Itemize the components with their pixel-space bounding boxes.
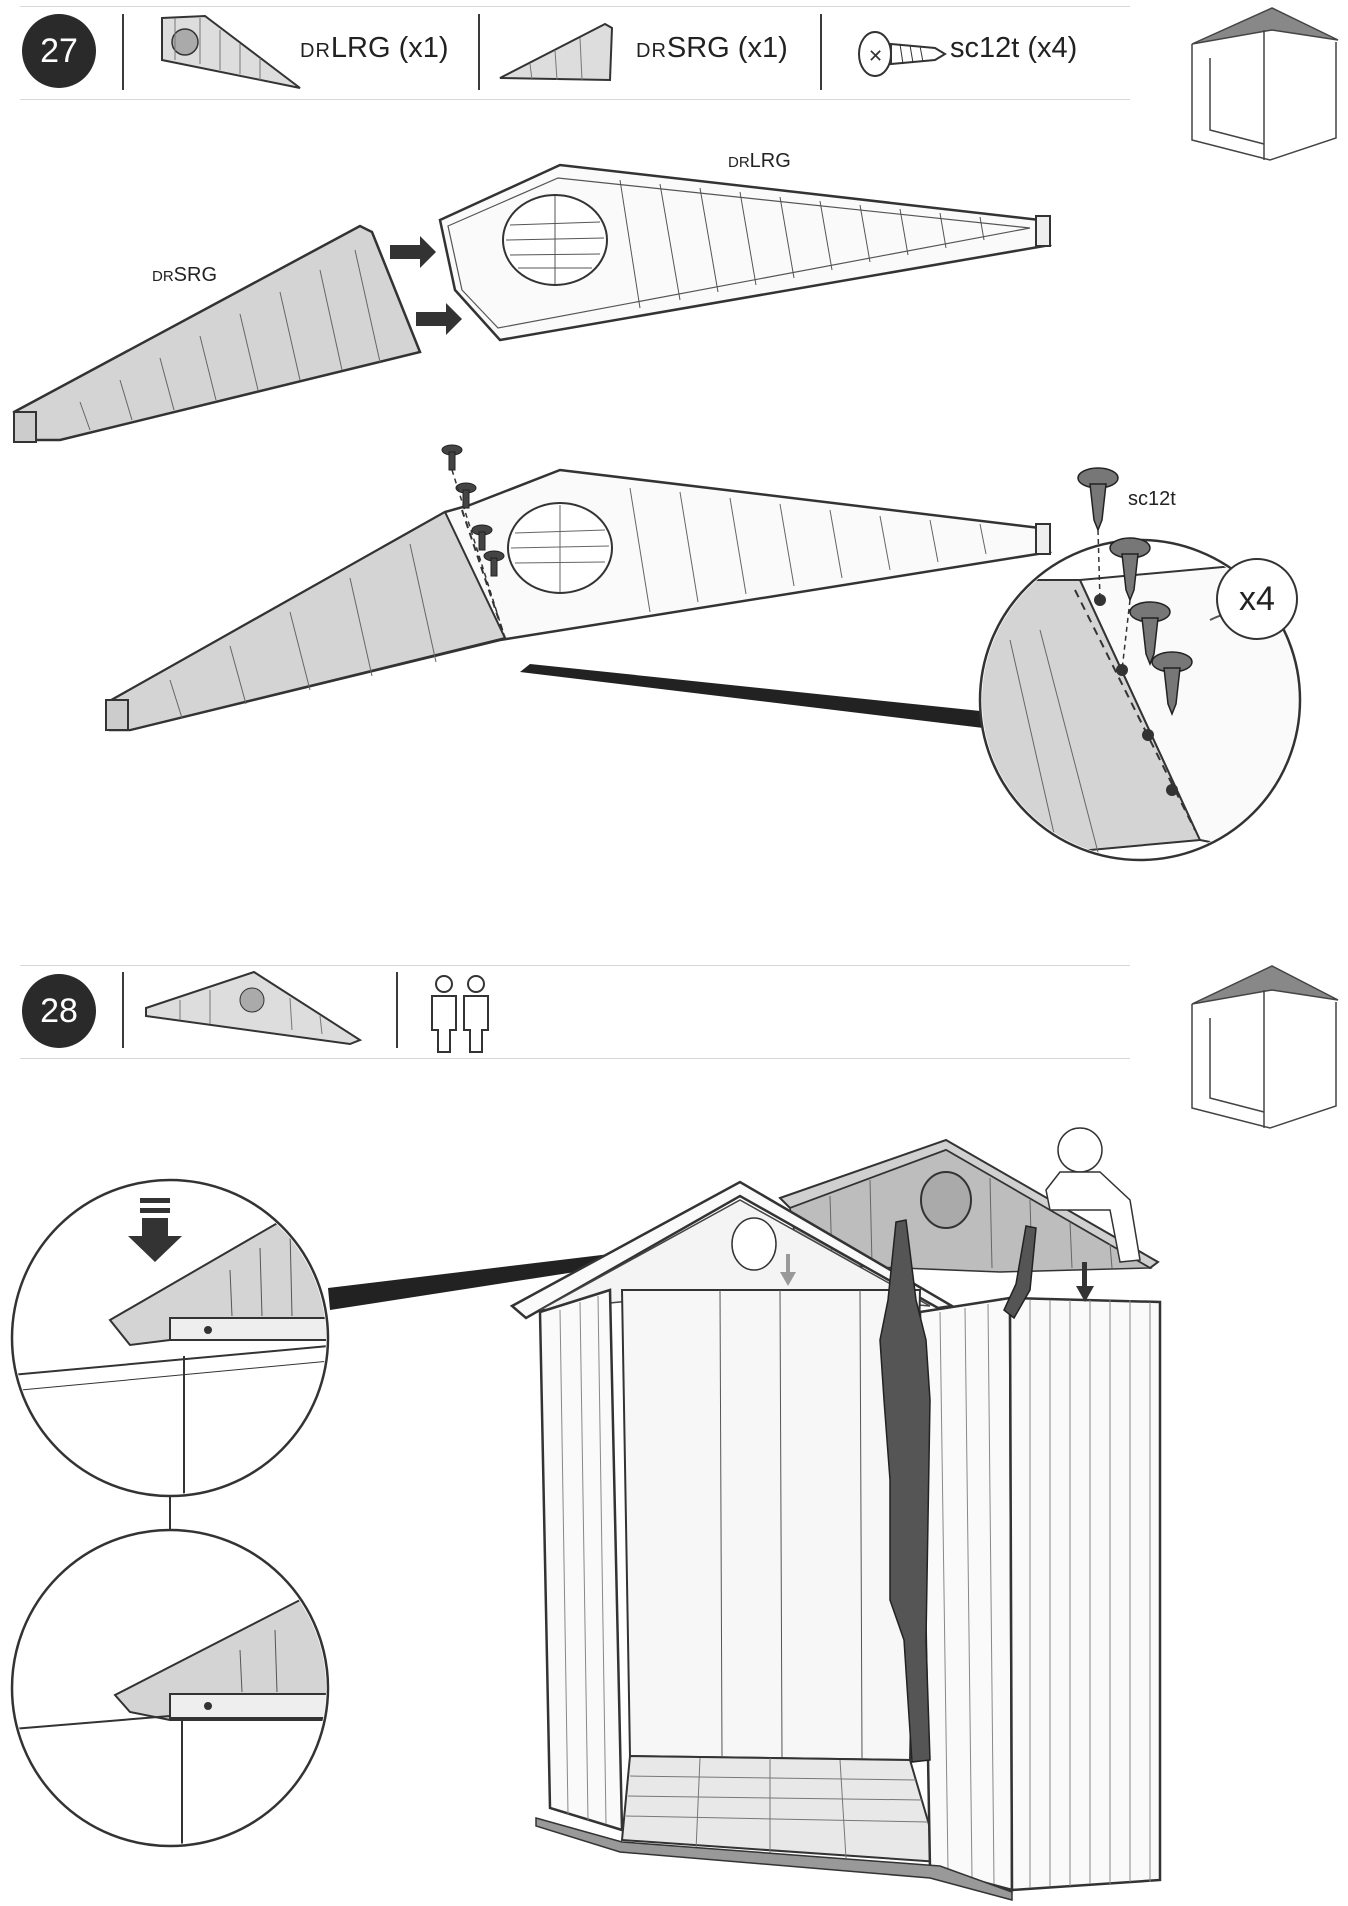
separator bbox=[478, 14, 480, 90]
step-28-number: 28 bbox=[22, 974, 96, 1048]
separator bbox=[820, 14, 822, 90]
step-28-header bbox=[20, 965, 1130, 1059]
person-outline bbox=[1045, 1127, 1141, 1263]
label-screw: sc12t bbox=[1128, 488, 1176, 510]
separator bbox=[122, 14, 124, 90]
person-figure bbox=[879, 1219, 931, 1763]
quantity-badge: x4 bbox=[1216, 558, 1298, 640]
srg-gable-panel bbox=[12, 224, 422, 443]
step-27-number: 27 bbox=[22, 14, 96, 88]
arrow-down-icon bbox=[1076, 1262, 1094, 1302]
separator bbox=[122, 972, 124, 1048]
shed-progress-icon bbox=[1191, 965, 1339, 1129]
assembled-gable bbox=[105, 468, 1052, 732]
arrow-down-icon bbox=[780, 1254, 796, 1286]
part-label-lrg: DRLRG (x1) bbox=[300, 32, 449, 64]
part-label-srg: DRSRG (x1) bbox=[636, 32, 788, 64]
detail-circle-top bbox=[10, 1178, 330, 1498]
label-lrg: DRLRG bbox=[728, 150, 791, 172]
step-27-header bbox=[20, 6, 1130, 100]
label-srg: DRSRG bbox=[152, 264, 218, 286]
screw-icon bbox=[441, 444, 505, 577]
lrg-gable-panel bbox=[438, 163, 1052, 342]
separator bbox=[396, 972, 398, 1048]
arrow-down-icon bbox=[128, 1198, 182, 1262]
part-label-screw: sc12t (x4) bbox=[950, 32, 1078, 64]
shed-structure bbox=[509, 1138, 1162, 1901]
arrow-right-icon bbox=[390, 236, 462, 335]
detail-circle-bottom bbox=[10, 1528, 330, 1848]
